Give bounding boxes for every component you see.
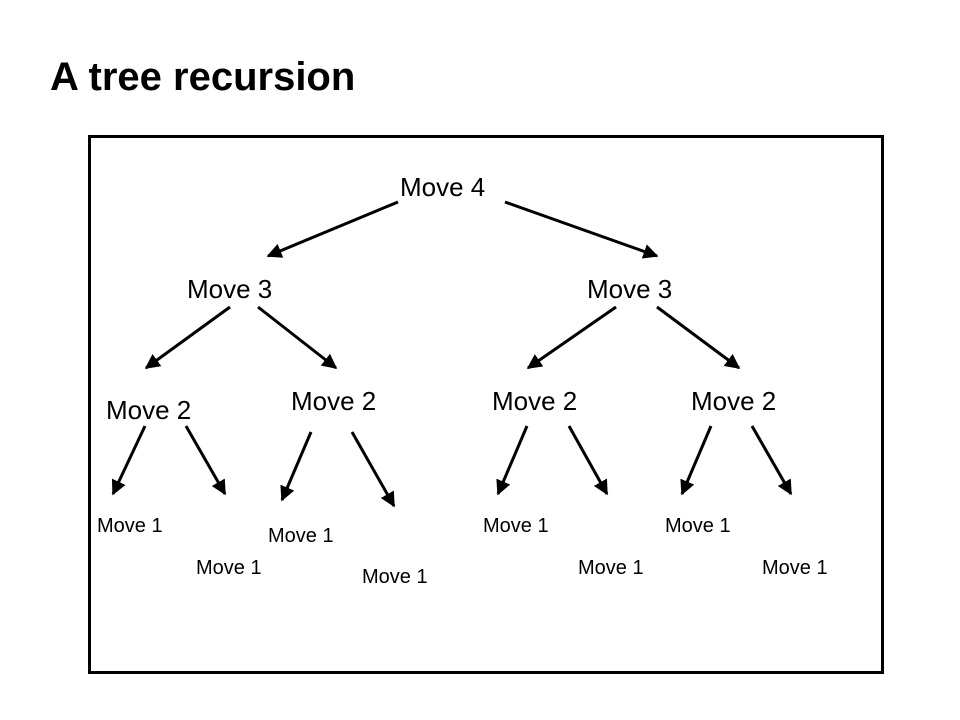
slide-title: A tree recursion — [50, 55, 356, 99]
node-move-1-a2: Move 1 — [196, 557, 262, 579]
node-move-4: Move 4 — [400, 172, 486, 202]
node-move-1-c2: Move 1 — [578, 557, 644, 579]
edge-root-right — [504, 200, 659, 259]
edge-2a-1a2 — [184, 425, 227, 496]
edge-2a-1a1 — [111, 425, 147, 496]
edge-3l-2b — [257, 305, 338, 370]
edge-3r-2c — [526, 305, 617, 370]
node-move-1-d1: Move 1 — [665, 515, 731, 537]
edge-3l-2a — [144, 305, 231, 370]
node-move-3-left: Move 3 — [187, 274, 273, 304]
node-move-2-c: Move 2 — [492, 386, 578, 416]
node-move-2-d: Move 2 — [691, 386, 777, 416]
edge-2b-1b2 — [350, 431, 396, 508]
node-move-1-a1: Move 1 — [97, 515, 163, 537]
diagram-frame — [88, 135, 884, 674]
edge-2c-1c2 — [567, 425, 609, 496]
edge-2c-1c1 — [496, 425, 529, 496]
node-move-1-d2: Move 1 — [762, 557, 828, 579]
edge-2d-1d1 — [680, 425, 713, 496]
edge-2b-1b1 — [280, 431, 313, 502]
node-move-1-b2: Move 1 — [362, 566, 428, 588]
edge-2d-1d2 — [750, 425, 793, 496]
node-move-1-c1: Move 1 — [483, 515, 549, 537]
node-move-2-b: Move 2 — [291, 386, 377, 416]
edge-root-left — [266, 200, 399, 258]
node-move-1-b1: Move 1 — [268, 525, 334, 547]
node-move-3-right: Move 3 — [587, 274, 673, 304]
node-move-2-a: Move 2 — [106, 395, 192, 425]
edge-3r-2d — [656, 305, 741, 370]
